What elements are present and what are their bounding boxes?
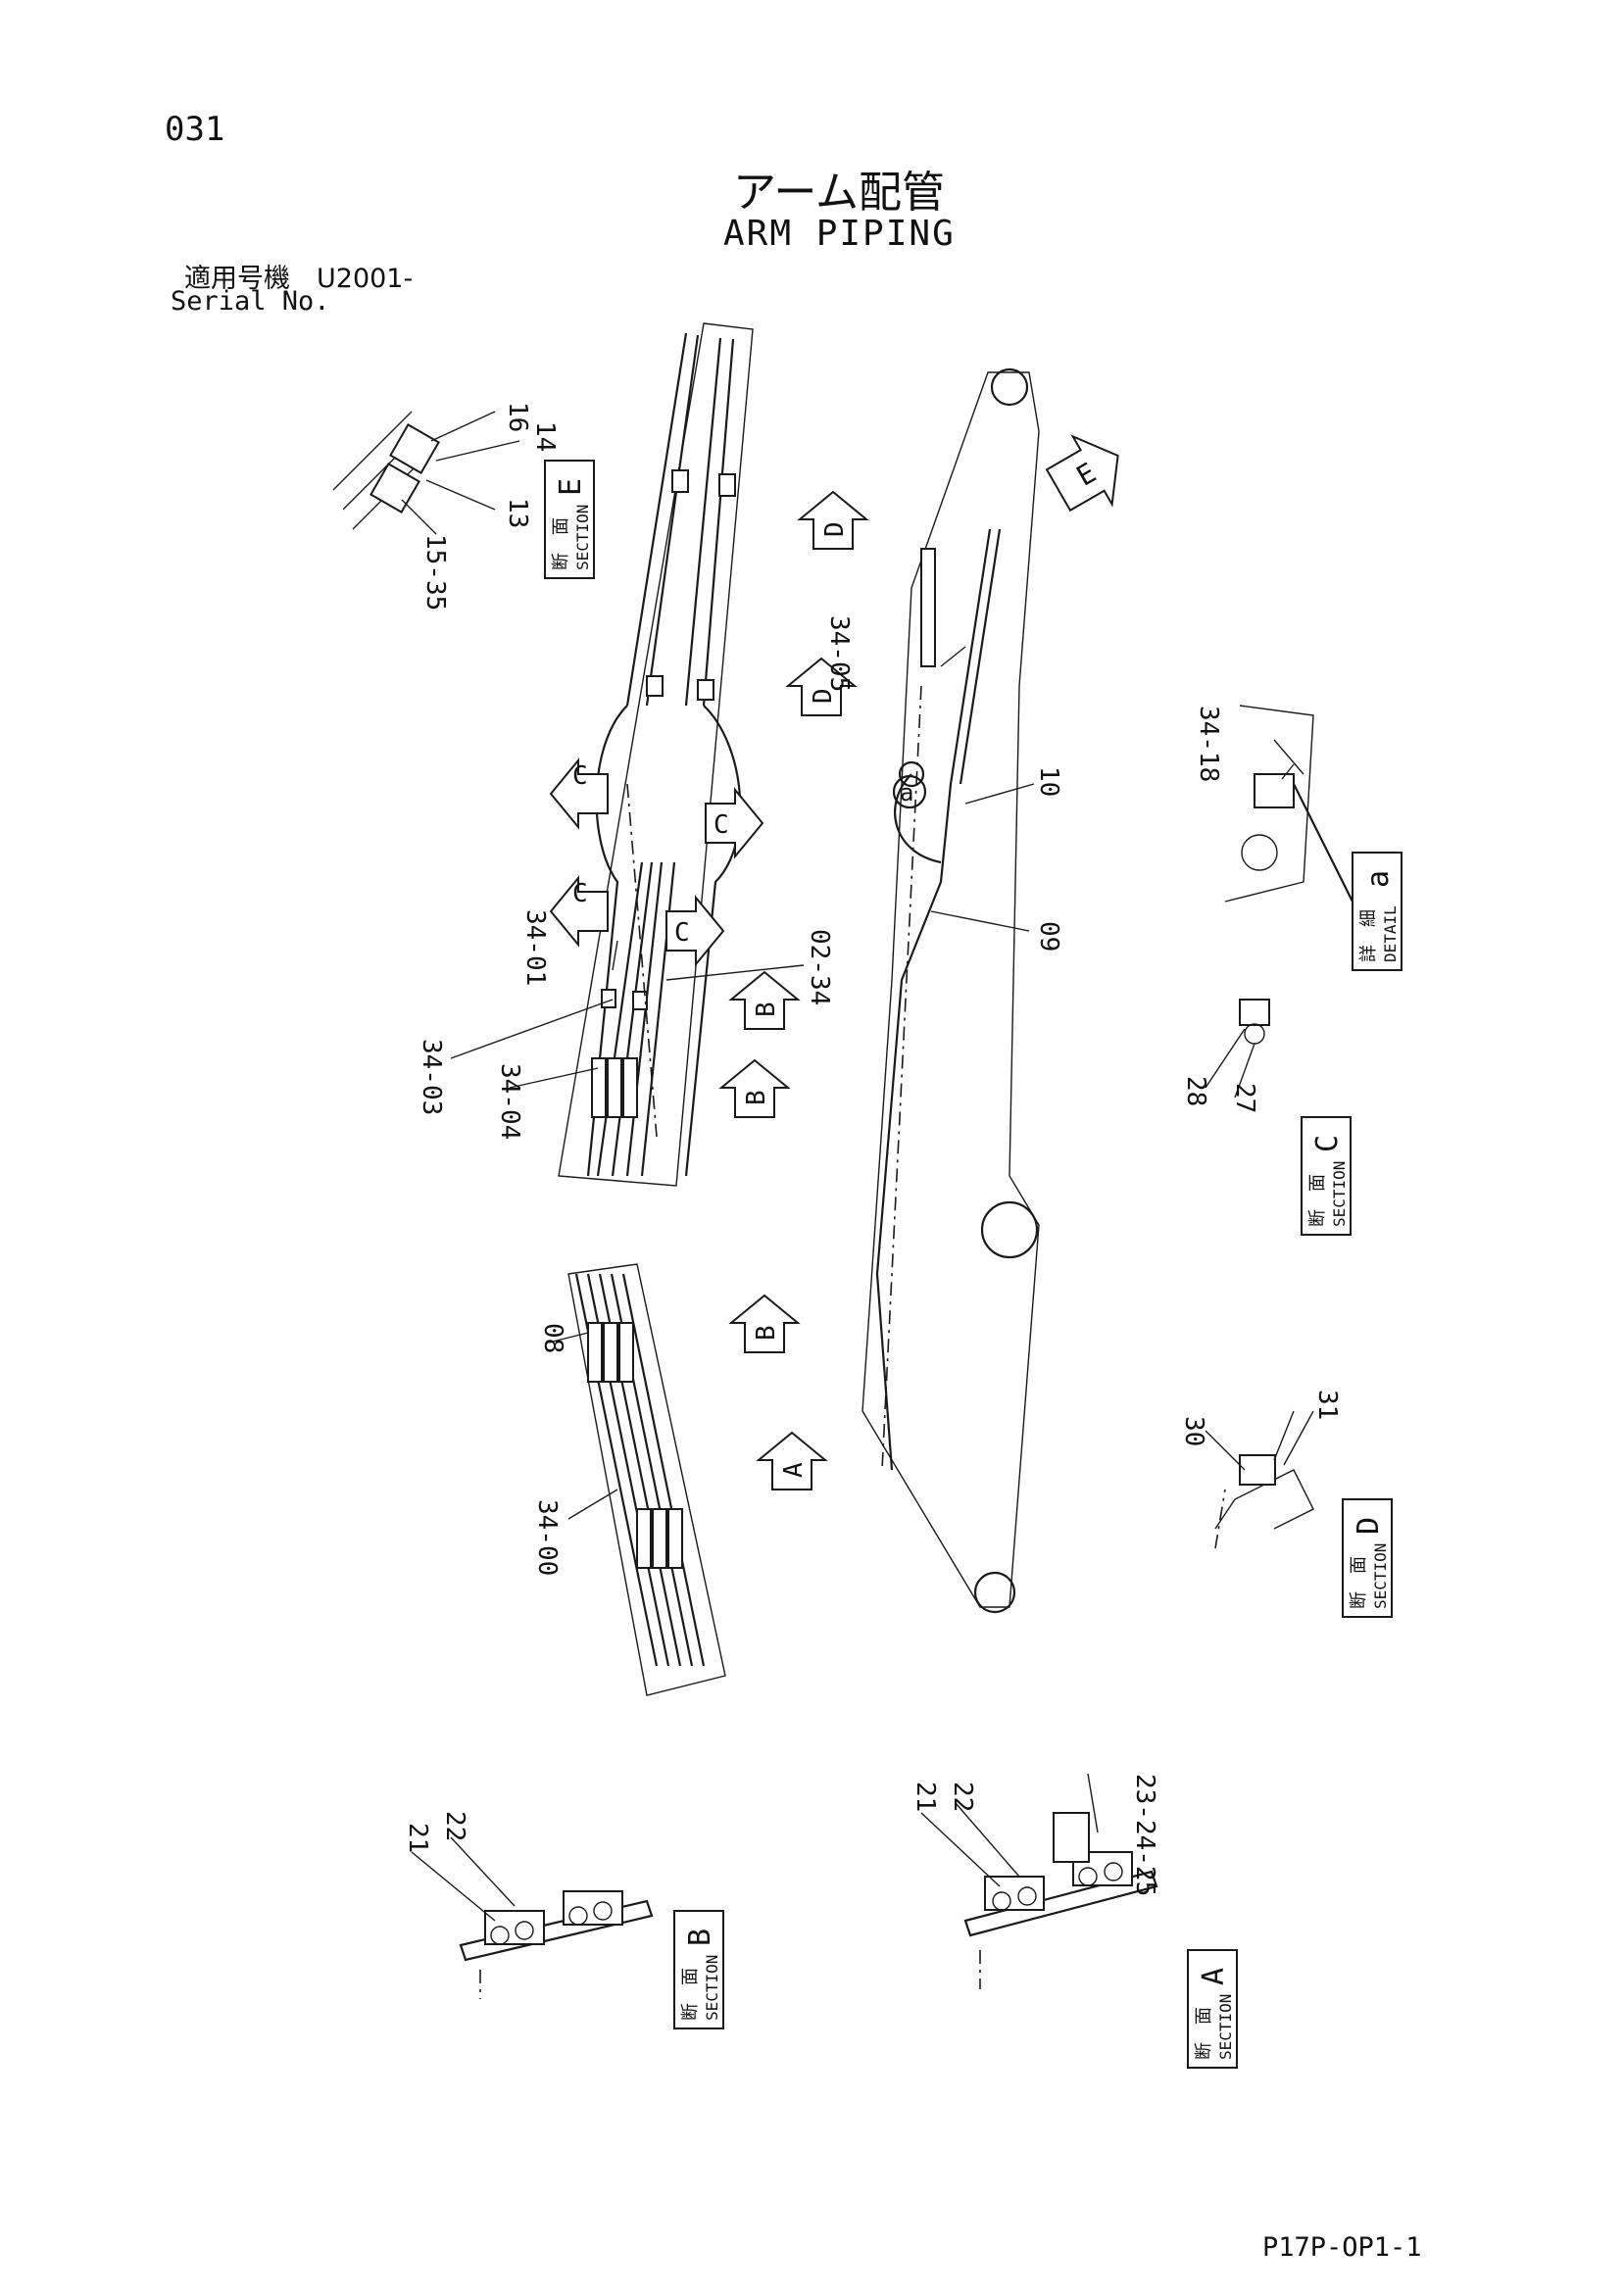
section-box-d: 断 面 SECTION D bbox=[1342, 1498, 1393, 1618]
svg-text:SECTION: SECTION bbox=[703, 1955, 721, 2021]
svg-text:SECTION: SECTION bbox=[1216, 1994, 1235, 2060]
svg-text:D: D bbox=[820, 521, 850, 537]
view-arrow-a: A bbox=[756, 1431, 828, 1490]
svg-text:C: C bbox=[572, 879, 588, 908]
view-arrow-c-upper-right: C bbox=[705, 787, 764, 859]
part-label: 34-00 bbox=[532, 1499, 562, 1576]
section-b-inset bbox=[411, 1836, 654, 1999]
svg-text:断 面: 断 面 bbox=[1194, 2007, 1214, 2060]
svg-text:D: D bbox=[809, 688, 838, 704]
view-arrow-c-lower-right: C bbox=[665, 895, 725, 967]
svg-text:B: B bbox=[752, 1001, 781, 1017]
arm-side-view bbox=[861, 367, 1040, 1614]
part-label: 13 bbox=[503, 498, 532, 528]
view-arrow-c-lower-left: C bbox=[549, 875, 609, 948]
svg-text:C: C bbox=[714, 810, 729, 840]
part-label: 21 bbox=[910, 1782, 940, 1812]
svg-text:SECTION: SECTION bbox=[573, 505, 592, 570]
section-box-b: 断 面 SECTION B bbox=[673, 1910, 724, 2029]
drawing-code: P17P-OP1-1 bbox=[1262, 2232, 1422, 2263]
svg-text:C: C bbox=[572, 761, 588, 791]
part-label: 16 bbox=[503, 402, 532, 432]
view-arrow-b-2: B bbox=[718, 1058, 791, 1118]
serial-number-label: Serial No. bbox=[171, 286, 330, 317]
part-label: 23-24-25 bbox=[1130, 1774, 1159, 1896]
svg-text:A: A bbox=[779, 1462, 809, 1478]
section-box-detail-a: 詳 細 DETAIL a bbox=[1352, 852, 1403, 971]
svg-text:C: C bbox=[1310, 1135, 1345, 1152]
part-label: 30 bbox=[1179, 1416, 1208, 1446]
svg-text:D: D bbox=[1352, 1517, 1386, 1535]
section-d-inset bbox=[1205, 1410, 1314, 1549]
detail-marker-a: a bbox=[892, 774, 927, 809]
part-label: 14 bbox=[530, 421, 560, 452]
svg-text:SECTION: SECTION bbox=[1371, 1543, 1390, 1609]
leader-lines bbox=[450, 646, 1035, 1520]
part-label: 15-35 bbox=[420, 534, 450, 611]
arm-top-view-upper bbox=[558, 322, 754, 1187]
title-japanese: アーム配管 bbox=[733, 168, 946, 218]
part-label: 02-34 bbox=[805, 929, 834, 1005]
part-label: 34-05 bbox=[824, 615, 854, 692]
svg-text:B: B bbox=[742, 1090, 771, 1105]
section-box-a: 断 面 SECTION A bbox=[1187, 1949, 1238, 2069]
section-e-inset bbox=[332, 411, 520, 535]
part-label: 22 bbox=[948, 1782, 977, 1812]
part-label: 21 bbox=[403, 1823, 432, 1853]
svg-text:C: C bbox=[674, 918, 690, 948]
view-arrows: E D D C C C C B bbox=[549, 434, 1119, 1490]
svg-text:A: A bbox=[1197, 1968, 1231, 1985]
view-arrow-c-upper-left: C bbox=[549, 757, 609, 830]
view-arrow-e: E bbox=[1045, 434, 1119, 513]
svg-text:断 面: 断 面 bbox=[680, 1968, 701, 2021]
svg-text:断 面: 断 面 bbox=[1349, 1556, 1369, 1609]
part-label: 27 bbox=[1230, 1083, 1259, 1113]
svg-text:B: B bbox=[683, 1929, 717, 1946]
svg-text:詳 細: 詳 細 bbox=[1358, 909, 1379, 962]
svg-text:B: B bbox=[752, 1325, 781, 1341]
part-label: 09 bbox=[1034, 921, 1063, 952]
svg-text:断 面: 断 面 bbox=[551, 517, 571, 570]
view-arrow-b-1: B bbox=[728, 970, 801, 1030]
svg-text:a: a bbox=[900, 779, 913, 806]
part-label: 34-01 bbox=[520, 909, 550, 986]
section-a-inset bbox=[920, 1773, 1158, 1989]
part-label: 22 bbox=[440, 1811, 469, 1841]
svg-text:断 面: 断 面 bbox=[1307, 1174, 1328, 1227]
svg-text:a: a bbox=[1361, 870, 1396, 888]
svg-text:DETAIL: DETAIL bbox=[1381, 905, 1400, 962]
part-label: 34-03 bbox=[417, 1039, 446, 1115]
serial-applicable-label: 適用号機 U2001- bbox=[184, 264, 414, 294]
view-arrow-b-3: B bbox=[728, 1294, 801, 1353]
section-box-e: 断 面 SECTION E bbox=[544, 460, 595, 579]
detail-a-inset bbox=[1224, 705, 1353, 903]
part-labels: 16 14 13 15-35 34-05 34-18 10 34-01 02-3… bbox=[403, 402, 1342, 1896]
part-label: 31 bbox=[1312, 1390, 1342, 1420]
view-arrow-d-upper: D bbox=[797, 490, 869, 550]
part-label: 28 bbox=[1181, 1076, 1210, 1106]
page-number: 031 bbox=[165, 110, 225, 149]
part-label: 34-04 bbox=[495, 1063, 524, 1140]
section-c-inset bbox=[1205, 999, 1270, 1099]
part-label: 34-18 bbox=[1194, 706, 1223, 782]
part-label: 10 bbox=[1034, 766, 1063, 797]
title-english: ARM PIPING bbox=[723, 214, 956, 254]
part-label: 08 bbox=[538, 1323, 567, 1353]
view-arrow-d-lower: D bbox=[785, 657, 858, 716]
svg-text:E: E bbox=[554, 478, 588, 496]
section-box-c: 断 面 SECTION C bbox=[1301, 1116, 1352, 1236]
svg-text:SECTION: SECTION bbox=[1330, 1161, 1349, 1227]
arm-top-view-lower bbox=[567, 1263, 726, 1696]
